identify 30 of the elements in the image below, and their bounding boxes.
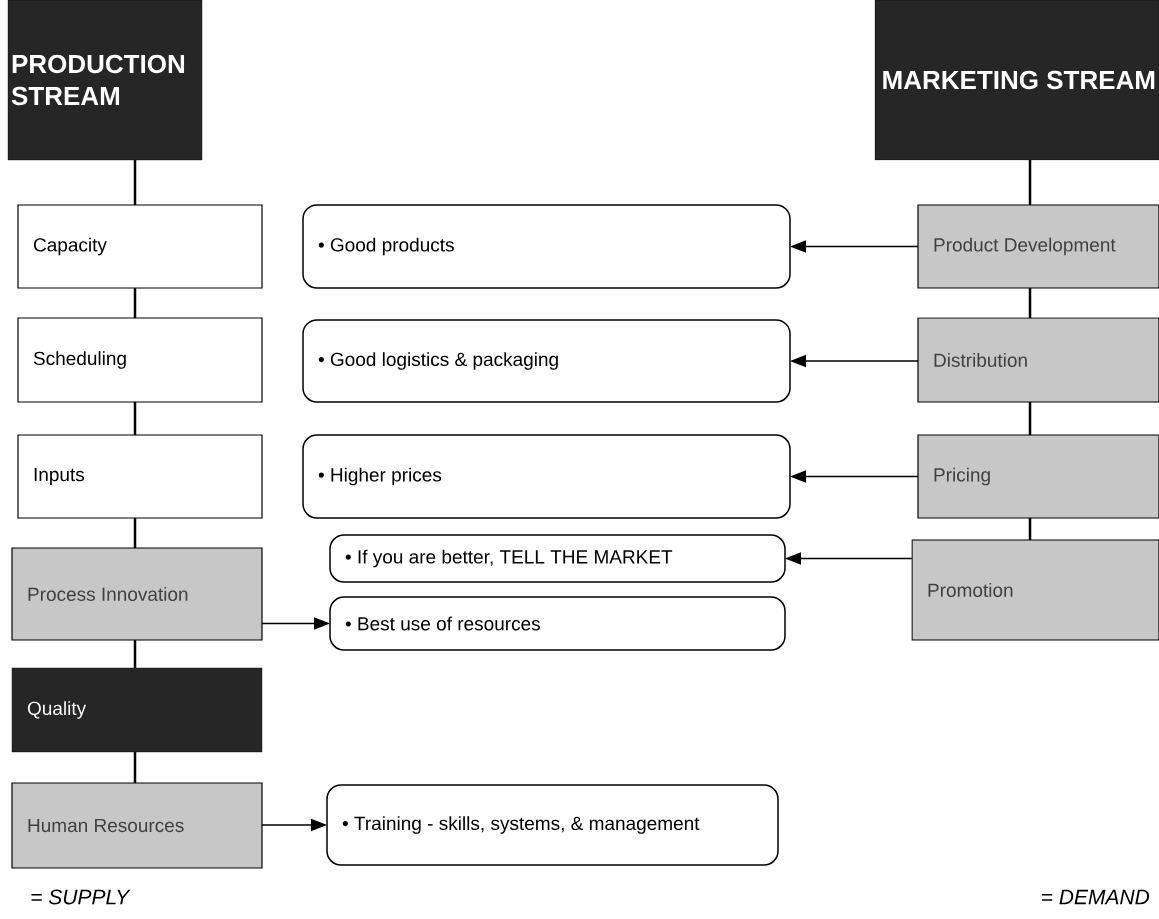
process-box: Capacity	[17, 204, 263, 289]
outcome-box: • Best use of resources	[329, 596, 786, 651]
connector-line	[133, 518, 137, 548]
header-box: Quality	[11, 667, 263, 753]
shaded-box: Pricing	[917, 434, 1159, 519]
header-box: PRODUCTION STREAM	[7, 0, 203, 161]
shaded-box: Promotion	[911, 539, 1159, 641]
connector-line	[133, 288, 137, 318]
shaded-box: Human Resources	[11, 782, 263, 869]
process-box: Scheduling	[17, 317, 263, 403]
outcome-box: • Higher prices	[302, 434, 791, 519]
stream-label: = SUPPLY	[31, 889, 131, 905]
outcome-box: • Good products	[302, 204, 791, 289]
shaded-box: Product Development	[917, 204, 1159, 289]
connector-line	[133, 640, 137, 668]
connector-line	[1028, 288, 1032, 318]
connector-line	[133, 402, 137, 435]
connector-line	[1028, 402, 1032, 435]
connector-line	[133, 160, 137, 205]
stream-label: = DEMAND	[1042, 889, 1150, 905]
connector-line	[1028, 518, 1032, 540]
connector-line	[133, 752, 137, 783]
outcome-box: • Training - skills, systems, & management	[326, 784, 779, 866]
outcome-box: • Good logistics & packaging	[302, 319, 791, 403]
shaded-box: Process Innovation	[11, 547, 263, 641]
process-box: Inputs	[17, 434, 263, 519]
connector-line	[1028, 160, 1032, 205]
header-box: MARKETING STREAM	[874, 0, 1159, 161]
shaded-box: Distribution	[917, 317, 1159, 403]
outcome-box: • If you are better, TELL THE MARKET	[329, 534, 786, 583]
